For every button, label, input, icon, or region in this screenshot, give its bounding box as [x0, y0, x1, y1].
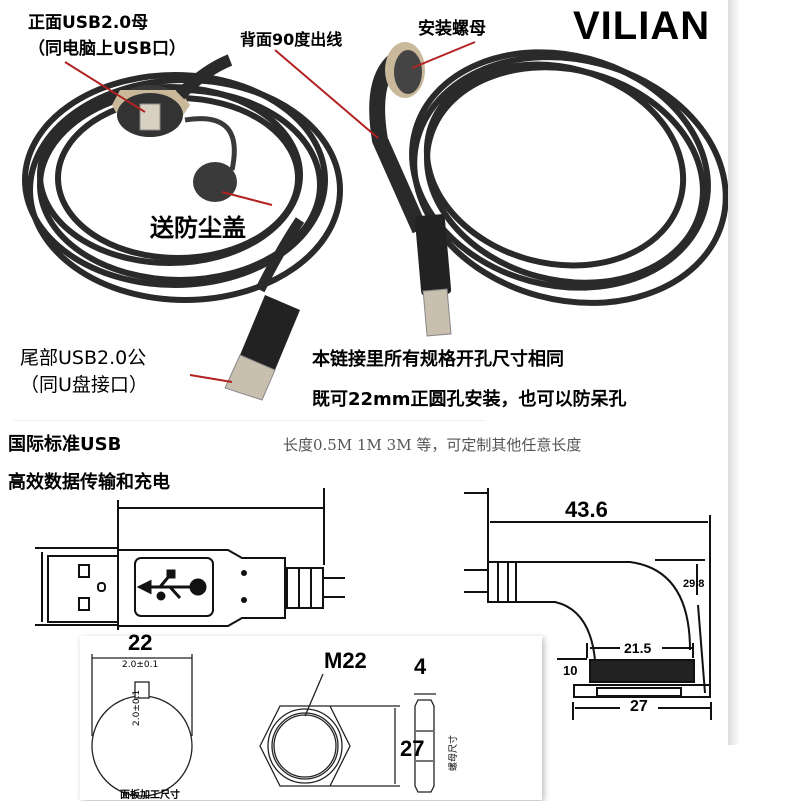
- feature-length: 长度0.5M 1M 3M 等，可定制其他任意长度: [283, 436, 582, 454]
- dim-hole-diameter: 22: [128, 630, 153, 655]
- dim-thread-height: 10: [563, 663, 578, 678]
- dim-thread-width: 21.5: [624, 640, 652, 656]
- dim-nut-thickness: 4: [414, 654, 427, 679]
- label-front-female: 正面USB2.0母: [28, 13, 149, 33]
- dim-flange-width: 27: [630, 698, 648, 715]
- label-nut: 安装螺母: [418, 19, 486, 39]
- feature-standard: 国际标准USB: [8, 434, 122, 455]
- nut-caption: 螺母尺寸: [449, 734, 459, 771]
- panel-cutout-card: 22 2.0±0.1 2.0±0.1 M22 27 4 螺母尺寸 面板加工尺寸: [80, 630, 542, 801]
- dim-nut-size: 27: [400, 736, 425, 761]
- panel-caption: 面板加工尺寸: [120, 790, 180, 801]
- dim-key-depth: 2.0±0.1: [132, 689, 142, 726]
- label-front-female-note: （同电脑上USB口）: [28, 39, 187, 59]
- brand-logo: VILIAN: [573, 4, 711, 48]
- usb-a-drawing: [35, 488, 345, 630]
- divider: [14, 420, 484, 421]
- cable-photo-illustration: [22, 41, 729, 401]
- panel-cutout-drawing: [91, 654, 436, 797]
- dim-nut-thread: M22: [324, 648, 367, 673]
- note-line-1: 本链接里所有规格开孔尺寸相同: [312, 349, 564, 370]
- panel-shadow: [728, 0, 740, 745]
- dim-height: 29.8: [683, 578, 705, 590]
- angled-connector-drawing: [464, 488, 712, 720]
- label-tail-male: 尾部USB2.0公: [20, 347, 147, 369]
- product-photo: 正面USB2.0母 （同电脑上USB口） 背面90度出线 安装螺母 VILIAN…: [0, 0, 740, 410]
- label-rear-90: 背面90度出线: [240, 30, 343, 49]
- feature-transfer: 高效数据传输和充电: [8, 472, 170, 493]
- label-dust-cap: 送防尘盖: [150, 214, 246, 242]
- dim-overall-length: 43.6: [565, 497, 608, 522]
- dim-key-width: 2.0±0.1: [122, 660, 159, 670]
- label-tail-male-note: （同U盘接口）: [20, 374, 148, 396]
- note-line-2: 既可22mm正圆孔安装，也可以防呆孔: [312, 389, 627, 410]
